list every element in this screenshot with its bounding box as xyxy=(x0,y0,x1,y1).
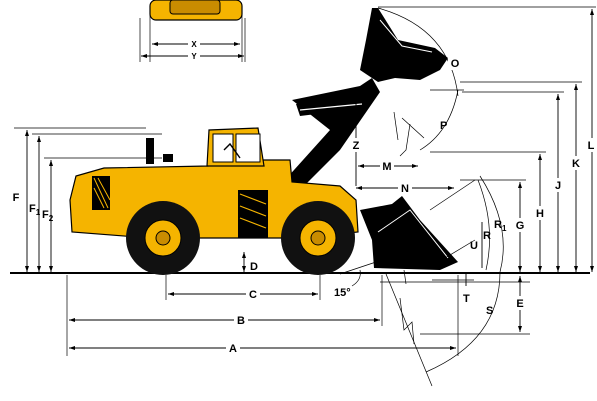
label-b: B xyxy=(237,315,245,327)
dimension-a: A xyxy=(69,275,459,356)
label-k: K xyxy=(572,158,580,170)
label-f2: F2 xyxy=(42,209,54,223)
label-u: U xyxy=(470,240,478,252)
label-p: P xyxy=(440,120,447,132)
label-angle: 15° xyxy=(334,287,351,299)
label-g: G xyxy=(516,220,525,232)
dimension-f: F xyxy=(10,127,146,272)
departure-angle: 15° xyxy=(334,261,377,299)
label-n: N xyxy=(401,183,409,195)
label-f: F xyxy=(13,192,20,204)
dimension-y: Y xyxy=(141,50,244,61)
lowered-bucket xyxy=(360,179,476,270)
label-d: D xyxy=(250,261,258,273)
label-m: M xyxy=(382,161,391,173)
label-h: H xyxy=(536,208,544,220)
label-j: J xyxy=(555,180,561,192)
dimension-u: U xyxy=(470,222,483,268)
dimension-n: N xyxy=(356,182,454,195)
dimension-e: E xyxy=(380,276,530,335)
front-wheel xyxy=(281,201,355,275)
lift-arm xyxy=(285,78,380,190)
rear-wheel xyxy=(126,201,200,275)
dimension-t: T xyxy=(432,274,474,305)
dimension-k: K xyxy=(460,81,583,272)
label-o: O xyxy=(451,58,460,70)
top-view-loader xyxy=(139,0,246,62)
bucket-teeth-outline xyxy=(393,111,415,345)
dimension-j: J xyxy=(462,91,565,272)
label-c: C xyxy=(249,289,257,301)
raised-bucket xyxy=(360,8,448,82)
label-s: S xyxy=(486,305,493,317)
label-a: A xyxy=(229,343,237,355)
label-r: R xyxy=(483,230,491,242)
dimension-z: Z xyxy=(350,96,362,186)
dimension-c: C xyxy=(165,275,321,301)
dimension-l: L xyxy=(378,6,597,272)
dimension-x: X xyxy=(152,38,240,49)
label-z: Z xyxy=(353,140,360,152)
label-f1: F1 xyxy=(29,203,41,217)
label-x: X xyxy=(191,40,197,49)
dimension-h: H xyxy=(430,151,547,272)
label-y: Y xyxy=(191,52,197,61)
dimension-r1: R1 xyxy=(479,175,507,273)
label-t: T xyxy=(463,293,470,305)
dimension-s: S xyxy=(385,271,501,387)
dimension-r: R xyxy=(477,179,491,271)
dimension-d: D xyxy=(242,252,258,273)
cab xyxy=(206,127,265,167)
dimension-p: P xyxy=(401,89,464,151)
dimension-b: B xyxy=(66,275,383,356)
dimension-m: M xyxy=(358,160,418,173)
label-l: L xyxy=(588,140,595,152)
dimension-f2: F2 xyxy=(42,157,162,272)
dimension-o: O xyxy=(377,7,462,97)
dimension-g: G xyxy=(460,179,527,272)
label-r1: R1 xyxy=(494,219,507,233)
dimension-f1: F1 xyxy=(29,133,162,272)
label-e: E xyxy=(516,298,523,310)
